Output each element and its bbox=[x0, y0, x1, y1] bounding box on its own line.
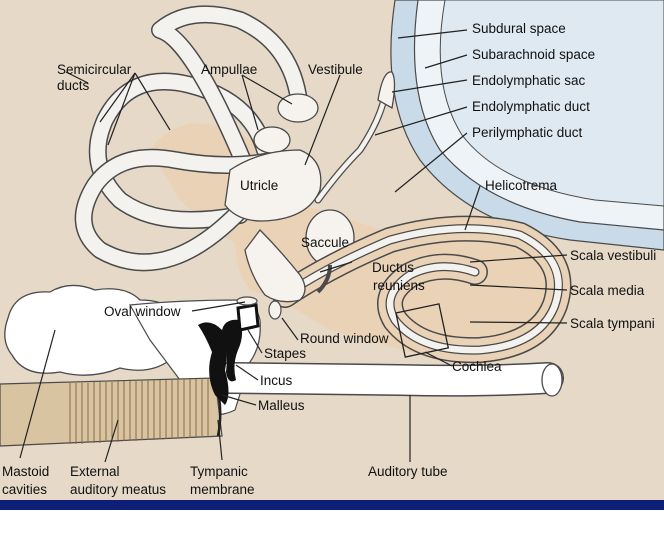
label-oval-window: Oval window bbox=[104, 304, 181, 319]
label-mastoid-cavities-2: cavities bbox=[2, 482, 47, 497]
external-auditory-meatus-canal bbox=[0, 377, 223, 447]
round-window-opening bbox=[268, 300, 282, 320]
label-tympanic-membrane-1: Tympanic bbox=[190, 464, 248, 479]
label-mastoid-cavities-1: Mastoid bbox=[2, 464, 49, 479]
label-incus: Incus bbox=[260, 373, 293, 388]
label-scala-media: Scala media bbox=[570, 283, 645, 298]
label-semicircular-ducts-2: ducts bbox=[57, 78, 90, 93]
oval-window-opening bbox=[236, 296, 258, 306]
brain-surface-region bbox=[439, 0, 664, 207]
label-scala-tympani: Scala tympani bbox=[570, 316, 655, 331]
endolymphatic-sac bbox=[377, 71, 396, 110]
label-external-auditory-meatus-2: auditory meatus bbox=[70, 482, 166, 497]
label-cochlea: Cochlea bbox=[452, 359, 502, 374]
label-ductus-reuniens-1: Ductus bbox=[372, 260, 414, 275]
vestibule-chamber bbox=[244, 229, 306, 303]
malleus-bone bbox=[198, 322, 229, 405]
auditory-tube-opening bbox=[541, 363, 563, 397]
incus-bone bbox=[222, 319, 243, 382]
label-saccule: Saccule bbox=[301, 235, 349, 250]
label-external-auditory-meatus-1: External bbox=[70, 464, 120, 479]
leader-lines bbox=[19, 29, 568, 463]
ductus-reuniens-duct bbox=[316, 264, 332, 294]
label-endolymphatic-duct: Endolymphatic duct bbox=[472, 99, 590, 114]
label-scala-vestibuli: Scala vestibuli bbox=[570, 248, 656, 263]
label-tympanic-membrane-2: membrane bbox=[190, 482, 255, 497]
label-vestibule: Vestibule bbox=[308, 62, 363, 77]
label-ductus-reuniens-2: reuniens bbox=[373, 278, 425, 293]
footer-bar bbox=[0, 500, 664, 510]
meatus-striations bbox=[69, 378, 209, 444]
ampulla-anterior bbox=[277, 93, 319, 123]
utricle-sac bbox=[224, 149, 322, 222]
label-malleus: Malleus bbox=[258, 398, 305, 413]
label-round-window: Round window bbox=[300, 331, 389, 346]
label-subarachnoid-space: Subarachnoid space bbox=[472, 47, 595, 62]
stapes-bone bbox=[236, 303, 260, 332]
label-ampullae: Ampullae bbox=[201, 62, 257, 77]
label-helicotrema: Helicotrema bbox=[485, 178, 558, 193]
label-endolymphatic-sac: Endolymphatic sac bbox=[472, 73, 586, 88]
label-utricle: Utricle bbox=[240, 178, 278, 193]
label-perilymphatic-duct: Perilymphatic duct bbox=[472, 125, 583, 140]
label-subdural-space: Subdural space bbox=[472, 21, 566, 36]
ampulla-lateral bbox=[253, 126, 291, 154]
label-stapes: Stapes bbox=[264, 346, 306, 361]
label-auditory-tube: Auditory tube bbox=[368, 464, 448, 479]
label-semicircular-ducts-1: Semicircular bbox=[57, 62, 132, 77]
